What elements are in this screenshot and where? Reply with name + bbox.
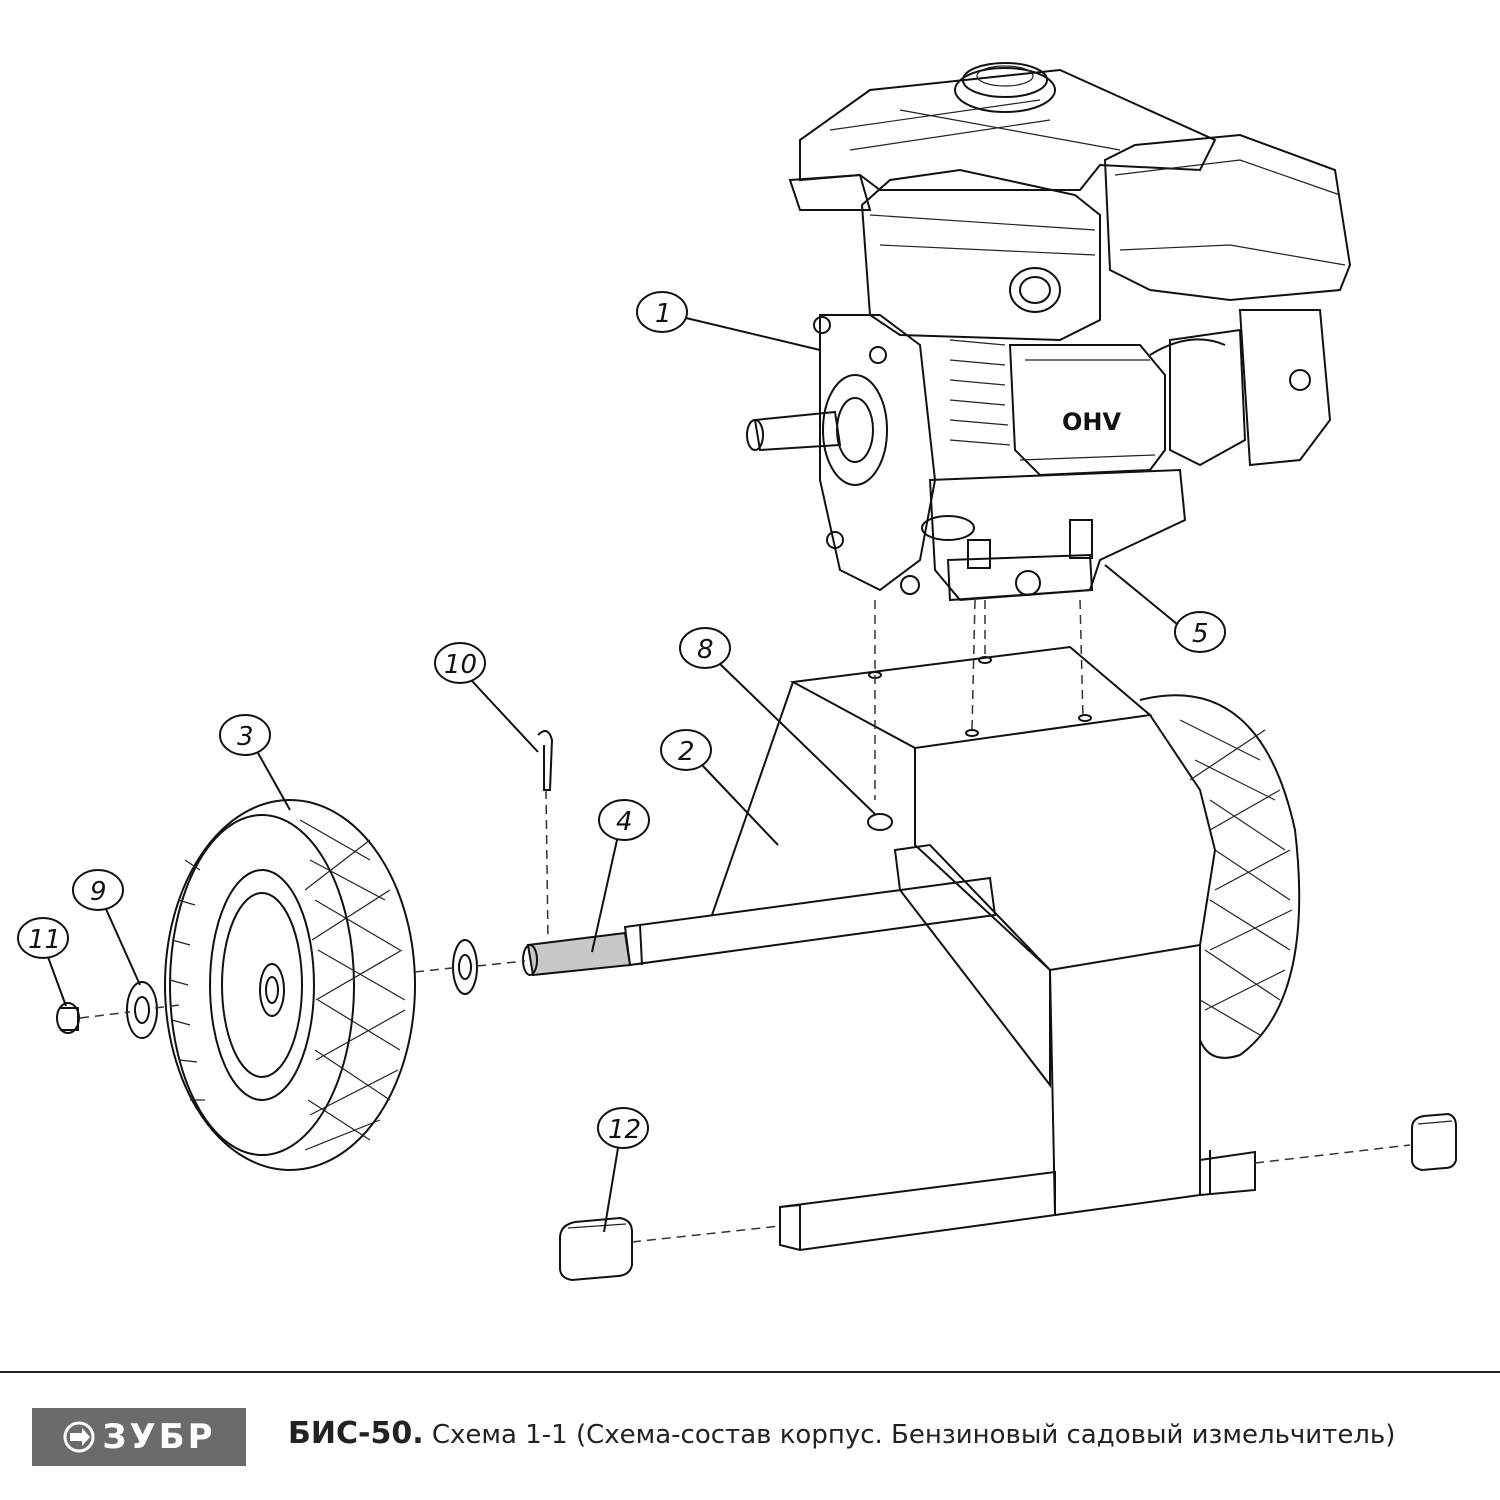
svg-text:2: 2 xyxy=(678,737,695,767)
svg-text:11: 11 xyxy=(28,925,61,955)
frame xyxy=(623,645,1256,1252)
brand-name: ЗУБР xyxy=(102,1417,216,1457)
assembly-lines xyxy=(79,599,1411,1243)
svg-text:8: 8 xyxy=(697,635,714,665)
outer-washer xyxy=(126,981,158,1039)
cap-nut xyxy=(56,1002,80,1034)
exploded-parts-diagram: OHV xyxy=(17,62,1457,1282)
brand-logo: ЗУБР xyxy=(32,1408,246,1466)
callout-9: 9 xyxy=(72,869,141,986)
inner-washer xyxy=(452,939,478,995)
caption-text: Схема 1-1 (Схема-состав корпус. Бензинов… xyxy=(423,1420,1396,1450)
end-cap-front xyxy=(559,1216,633,1282)
svg-text:3: 3 xyxy=(237,722,254,752)
end-cap-rear xyxy=(1411,1112,1457,1172)
engine: OHV xyxy=(746,62,1352,602)
callout-2: 2 xyxy=(660,729,779,846)
svg-text:12: 12 xyxy=(608,1115,641,1145)
rear-wheel xyxy=(1139,694,1301,1059)
diagram-caption: БИС-50. Схема 1-1 (Схема-состав корпус. … xyxy=(288,1416,1395,1451)
callout-10: 10 xyxy=(434,642,539,753)
axle-pin xyxy=(522,931,632,977)
callout-12: 12 xyxy=(597,1107,649,1233)
ohv-label: OHV xyxy=(1062,408,1121,436)
front-wheel xyxy=(164,799,416,1171)
arrow-icon xyxy=(63,1421,95,1453)
callout-8: 8 xyxy=(679,627,877,816)
callout-1: 1 xyxy=(636,291,821,351)
callout-5: 5 xyxy=(1104,564,1226,653)
svg-text:1: 1 xyxy=(655,299,672,329)
svg-text:9: 9 xyxy=(90,877,107,907)
model-name: БИС-50. xyxy=(288,1416,424,1451)
callout-3: 3 xyxy=(219,714,291,811)
callout-11: 11 xyxy=(17,917,69,1007)
svg-text:4: 4 xyxy=(616,807,633,837)
cotter-pin xyxy=(537,730,554,791)
callout-4: 4 xyxy=(591,799,650,953)
svg-text:10: 10 xyxy=(444,650,477,680)
svg-text:5: 5 xyxy=(1192,619,1209,649)
footer-divider xyxy=(0,1371,1500,1373)
frame-nut xyxy=(867,813,893,831)
